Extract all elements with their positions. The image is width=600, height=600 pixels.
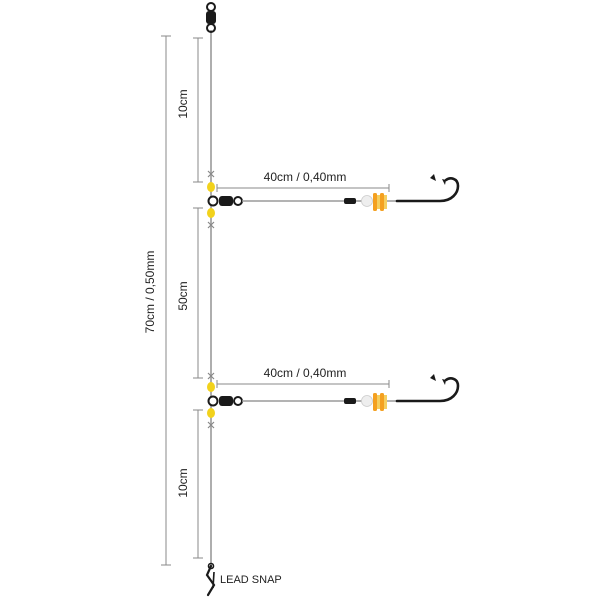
lower-crimp [344,398,356,404]
lower-bead-top [207,382,215,392]
lower-spinner-beads [373,393,387,411]
total-dimension: 70cm / 0,50mm [143,35,171,566]
upper-bead-bottom [207,208,215,218]
lower-hook-icon [395,377,460,403]
upper-dropper-label: 40cm / 0,40mm [264,170,347,184]
bottom-segment-label: 10cm [176,468,190,497]
lower-dropper-dimension: 40cm / 0,40mm [216,366,390,388]
upper-spinner-beads [373,193,387,211]
bottom-segment-dimension: 10cm [176,409,203,559]
middle-segment-label: 50cm [176,281,190,310]
lower-bead-bottom [207,408,215,418]
lead-snap-label: LEAD SNAP [220,574,282,586]
lower-dropper-label: 40cm / 0,40mm [264,366,347,380]
upper-bead-top [207,182,215,192]
upper-white-bead [361,195,373,207]
top-swivel [206,2,216,33]
upper-stop-knot [207,170,215,178]
lead-snap-icon [205,562,216,597]
upper-crimp [344,198,356,204]
top-segment-dimension: 10cm [176,37,203,183]
lower-white-bead [361,395,373,407]
lower-stop-knot [207,372,215,380]
upper-hook-icon [395,177,460,203]
lower-stop-knot-lower [207,421,215,429]
total-length-label: 70cm / 0,50mm [143,251,157,334]
lower-dropper-swivel [207,395,243,407]
top-segment-label: 10cm [176,89,190,118]
upper-dropper-swivel [207,195,243,207]
upper-stop-knot-lower [207,221,215,229]
upper-dropper-dimension: 40cm / 0,40mm [216,170,390,192]
middle-segment-dimension: 50cm [176,207,203,379]
